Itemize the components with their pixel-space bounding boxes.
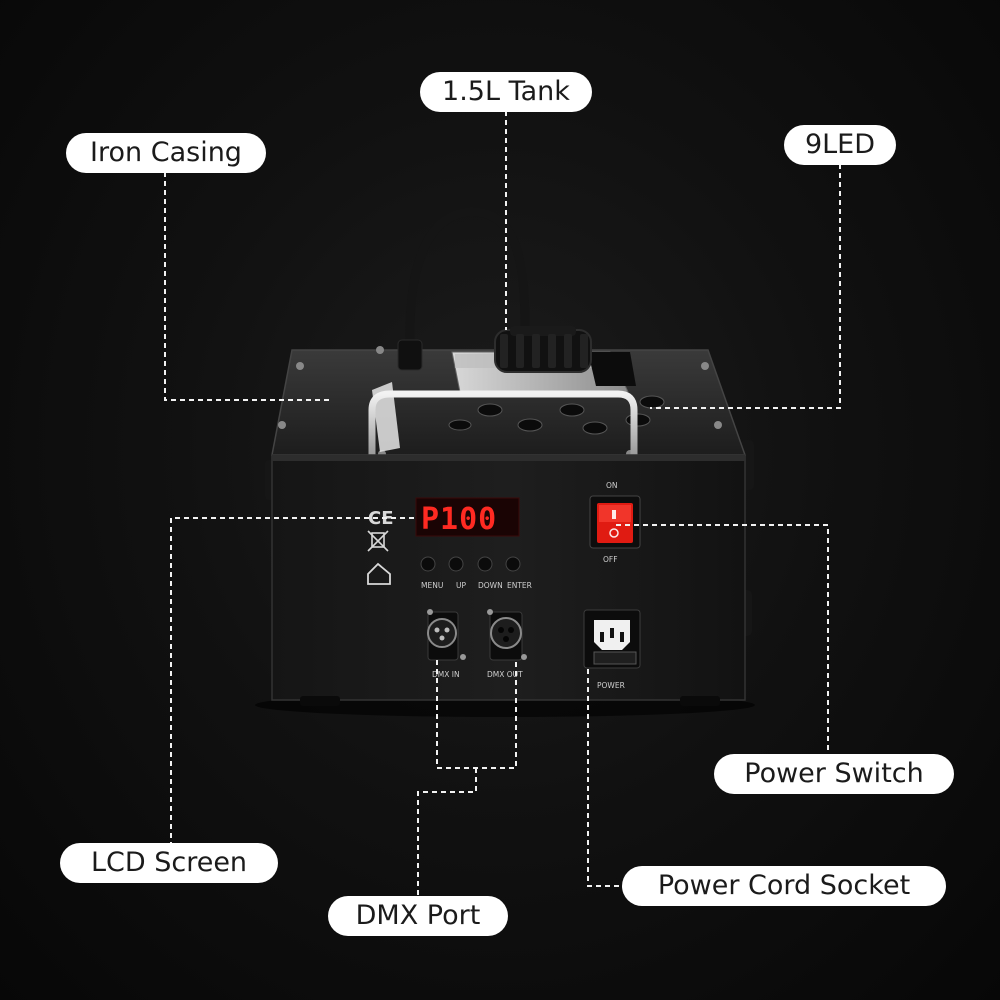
handle bbox=[368, 390, 638, 459]
switch-off-label: OFF bbox=[603, 555, 618, 564]
menu-button-label: MENU bbox=[421, 581, 443, 590]
lcd-display bbox=[415, 497, 520, 537]
weee-bin-icon bbox=[367, 530, 389, 552]
dmx-out-label: DMX OUT bbox=[487, 670, 523, 679]
lcd-readout: P100 bbox=[421, 502, 497, 537]
front-panel bbox=[271, 454, 746, 701]
dmx-in-port bbox=[427, 609, 466, 661]
iron-casing-callout: Iron Casing bbox=[66, 133, 266, 173]
led-callout: 9LED bbox=[784, 125, 896, 165]
dmx-out-port bbox=[487, 609, 527, 661]
power-cord-socket bbox=[583, 609, 641, 669]
dmx-in-label: DMX IN bbox=[432, 670, 460, 679]
tank-callout: 1.5L Tank bbox=[420, 72, 592, 112]
dmx-port-callout: DMX Port bbox=[328, 896, 508, 936]
callout-lines bbox=[164, 111, 841, 898]
down-button-label: DOWN bbox=[478, 581, 503, 590]
power-switch-callout: Power Switch bbox=[714, 754, 954, 794]
switch-on-label: ON bbox=[606, 481, 618, 490]
up-button-label: UP bbox=[456, 581, 466, 590]
control-buttons bbox=[420, 556, 521, 572]
lcd-screen-callout: LCD Screen bbox=[60, 843, 278, 883]
enter-button-label: ENTER bbox=[507, 581, 532, 590]
indoor-use-icon bbox=[367, 562, 391, 585]
power-label: POWER bbox=[597, 681, 625, 690]
ce-mark: CE bbox=[368, 508, 394, 529]
power-switch bbox=[589, 495, 641, 549]
tank-cap bbox=[494, 329, 592, 373]
power-cord-socket-callout: Power Cord Socket bbox=[622, 866, 946, 906]
